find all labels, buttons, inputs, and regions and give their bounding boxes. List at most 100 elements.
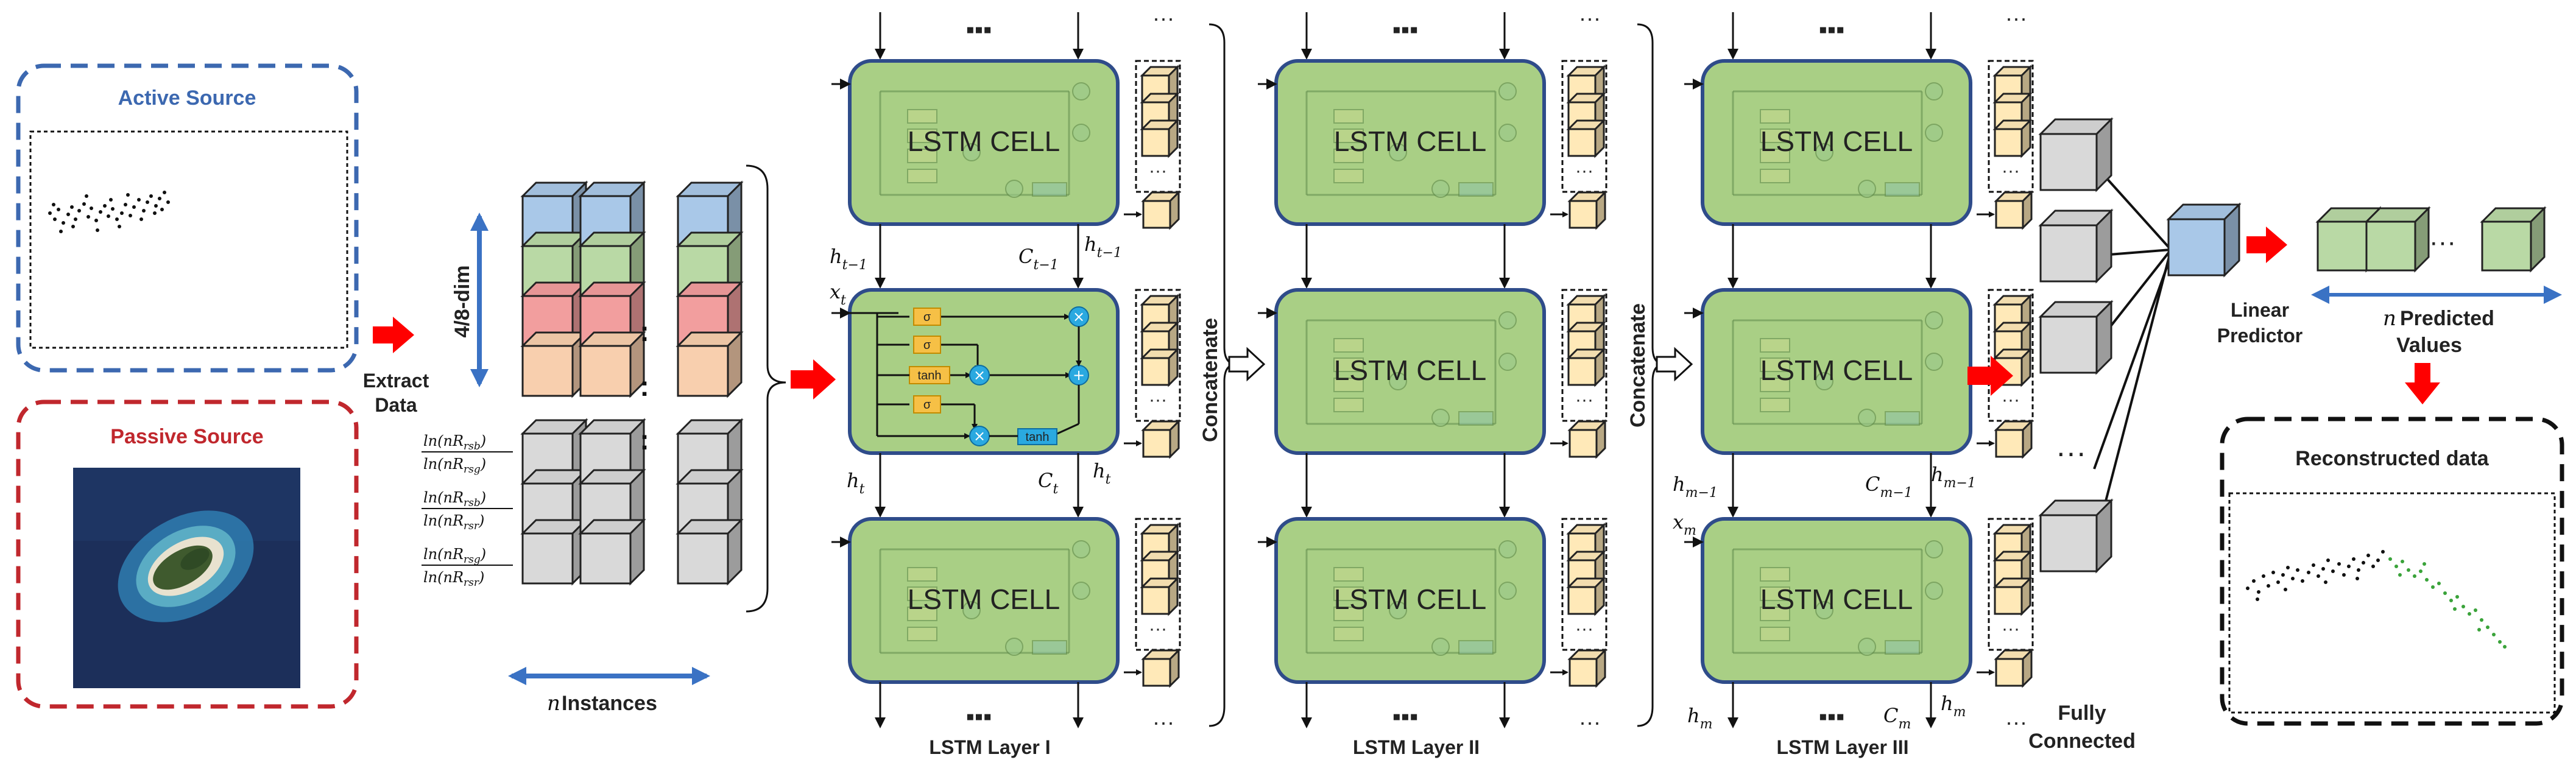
- active-source-point-cloud: [48, 191, 170, 233]
- fc-dots: ···: [2056, 435, 2086, 470]
- feature-ellipsis: :: [640, 424, 649, 456]
- concatenate-hollow-arrow-1: [1228, 347, 1266, 382]
- layer-bottom-dots: ▪▪▪: [1819, 703, 1845, 730]
- output-cube: [1567, 648, 1607, 688]
- fc-neuron-cube: [2038, 117, 2114, 192]
- lstm-cell-label: LSTM CELL: [908, 125, 1060, 157]
- lstm-layer-2: ▪▪▪ ··· LSTM CELL ··· LSTM CELL ··· LSTM CELL ▪…: [1258, 5, 1607, 734]
- stack-cube: [1566, 118, 1606, 158]
- layer-bottom-dots: ▪▪▪: [966, 703, 992, 730]
- feature-cube: [676, 330, 744, 398]
- stack-cube: [1992, 118, 2033, 158]
- stack-dots: ···: [1149, 619, 1167, 639]
- extract-label-line1: Extract: [363, 370, 429, 392]
- svg-text:ln(nRrsr): ln(nRrsr): [423, 569, 484, 589]
- stack-cube: [1992, 523, 2033, 563]
- forget-gate: [913, 308, 941, 326]
- feature-tensor: :::: [520, 180, 744, 586]
- c-t-label: Ct: [1038, 469, 1058, 497]
- predicted-n-symbol: n: [2383, 306, 2396, 331]
- layer-top-dots: ▪▪▪: [1819, 16, 1845, 43]
- predicted-values-cubes: [2315, 206, 2547, 273]
- reconstruct-red-arrow: [2405, 363, 2440, 404]
- hidden-state-stack: ···: [1135, 60, 1181, 230]
- ratio-labels: ln(nRrsb) ln(nRrsg) ln(nRrsb) ln(nRrsr) …: [422, 432, 513, 589]
- lstm-cell: LSTM CELL: [848, 517, 1120, 684]
- lstm-cell-label: LSTM CELL: [1760, 354, 1913, 386]
- svg-text:+: +: [1073, 367, 1085, 384]
- hidden-state-stack: ···: [1561, 289, 1607, 459]
- ratio-cube: [676, 518, 744, 586]
- lstm-cell: LSTM CELL: [1274, 517, 1546, 684]
- instances-arrow: n Instances: [508, 667, 710, 716]
- lstm-layer-1-label: LSTM Layer I: [929, 736, 1050, 758]
- feature-ellipsis: :: [640, 370, 649, 402]
- input-red-arrow: [791, 359, 836, 400]
- c-m-label: Cm: [1883, 704, 1911, 732]
- c-t-minus-1-label: Ct−1: [1018, 245, 1059, 273]
- layer-top-dots: ▪▪▪: [966, 16, 992, 43]
- lstm-cell: LSTM CELL: [1274, 59, 1546, 226]
- h-m-minus-1-out-label: hm−1: [1931, 463, 1976, 491]
- reconstructed-predicted-points: [2388, 557, 2507, 649]
- hidden-state-stack: ···: [1561, 60, 1607, 230]
- reconstructed-plot-frame: [2228, 492, 2556, 714]
- lstm-cell-label: LSTM CELL: [1760, 583, 1913, 615]
- h-t-out-label: ht: [1093, 459, 1111, 487]
- stack-dots: ···: [1149, 161, 1167, 181]
- ratio-cube: [520, 518, 588, 586]
- stack-dots: ···: [1575, 619, 1593, 639]
- lstm-cell-label: LSTM CELL: [1760, 125, 1913, 157]
- predicted-value-cube: [2364, 206, 2431, 273]
- output-cube: [1567, 190, 1607, 230]
- stack-dots: ···: [2002, 390, 2020, 410]
- hidden-state-stack: ···: [1561, 518, 1607, 688]
- svg-text:tanh: tanh: [918, 369, 942, 382]
- stack-bottom-dots: ···: [1579, 709, 1601, 734]
- predicted-label-1: Predicted: [2400, 307, 2494, 330]
- stack-cube: [1140, 118, 1180, 158]
- stack-cube: [1992, 576, 2033, 616]
- passive-source-panel: Passive Source: [16, 400, 359, 709]
- ratio-cube: [578, 518, 646, 586]
- fc-neuron-cube: [2038, 208, 2114, 284]
- lstm-cell-label: LSTM CELL: [908, 583, 1060, 615]
- lstm-layer-3: ▪▪▪ ··· LSTM CELL ··· LSTM CELL ··· LSTM CELL ▪…: [1684, 5, 2034, 734]
- satellite-island-image: [73, 468, 300, 688]
- extract-data-arrow: Extract Data: [363, 317, 429, 416]
- passive-source-title: Passive Source: [110, 425, 263, 448]
- output-cube: [1567, 419, 1607, 459]
- concatenate-label-1: Concatenate: [1199, 318, 1222, 442]
- candidate-gate: [909, 366, 950, 384]
- concatenate-hollow-arrow-2: [1656, 347, 1693, 382]
- lstm-cell-label: LSTM CELL: [1334, 354, 1487, 386]
- output-tanh: [1017, 428, 1057, 445]
- svg-text:σ: σ: [923, 398, 931, 412]
- active-source-panel: Active Source: [16, 63, 359, 373]
- stack-dots: ···: [1149, 390, 1167, 410]
- extract-label-line2: Data: [375, 394, 417, 416]
- stack-bottom-dots: ···: [1152, 709, 1174, 734]
- svg-text:σ: σ: [923, 339, 931, 352]
- svg-text:ln(nRrsr): ln(nRrsr): [423, 512, 484, 532]
- ratio-label-3: ln(nRrsg) ln(nRrsr): [422, 546, 513, 589]
- layer-bottom-dots: ▪▪▪: [1392, 703, 1419, 730]
- predicted-label-2: Values: [2396, 334, 2462, 357]
- ratio-cube: [676, 418, 744, 486]
- stack-dots: ···: [1575, 390, 1593, 410]
- concatenate-1: Concatenate: [1199, 23, 1266, 727]
- input-gate: [913, 336, 941, 354]
- stack-top-dots: ···: [2005, 5, 2027, 30]
- output-cube: [1141, 419, 1181, 459]
- hidden-state-stack: ···: [1988, 60, 2034, 230]
- predicted-dots: ···: [2429, 227, 2456, 257]
- linear-predictor-label-2: Predictor: [2217, 325, 2303, 347]
- concatenate-2: Concatenate: [1626, 23, 1693, 727]
- hidden-state-stack: ···: [1988, 518, 2034, 688]
- lstm-cell: LSTM CELL: [1274, 288, 1546, 455]
- svg-text:σ: σ: [923, 311, 931, 324]
- x-t-label: xt: [830, 280, 846, 308]
- layer-top-dots: ▪▪▪: [1392, 16, 1419, 43]
- stack-cube: [1566, 576, 1606, 616]
